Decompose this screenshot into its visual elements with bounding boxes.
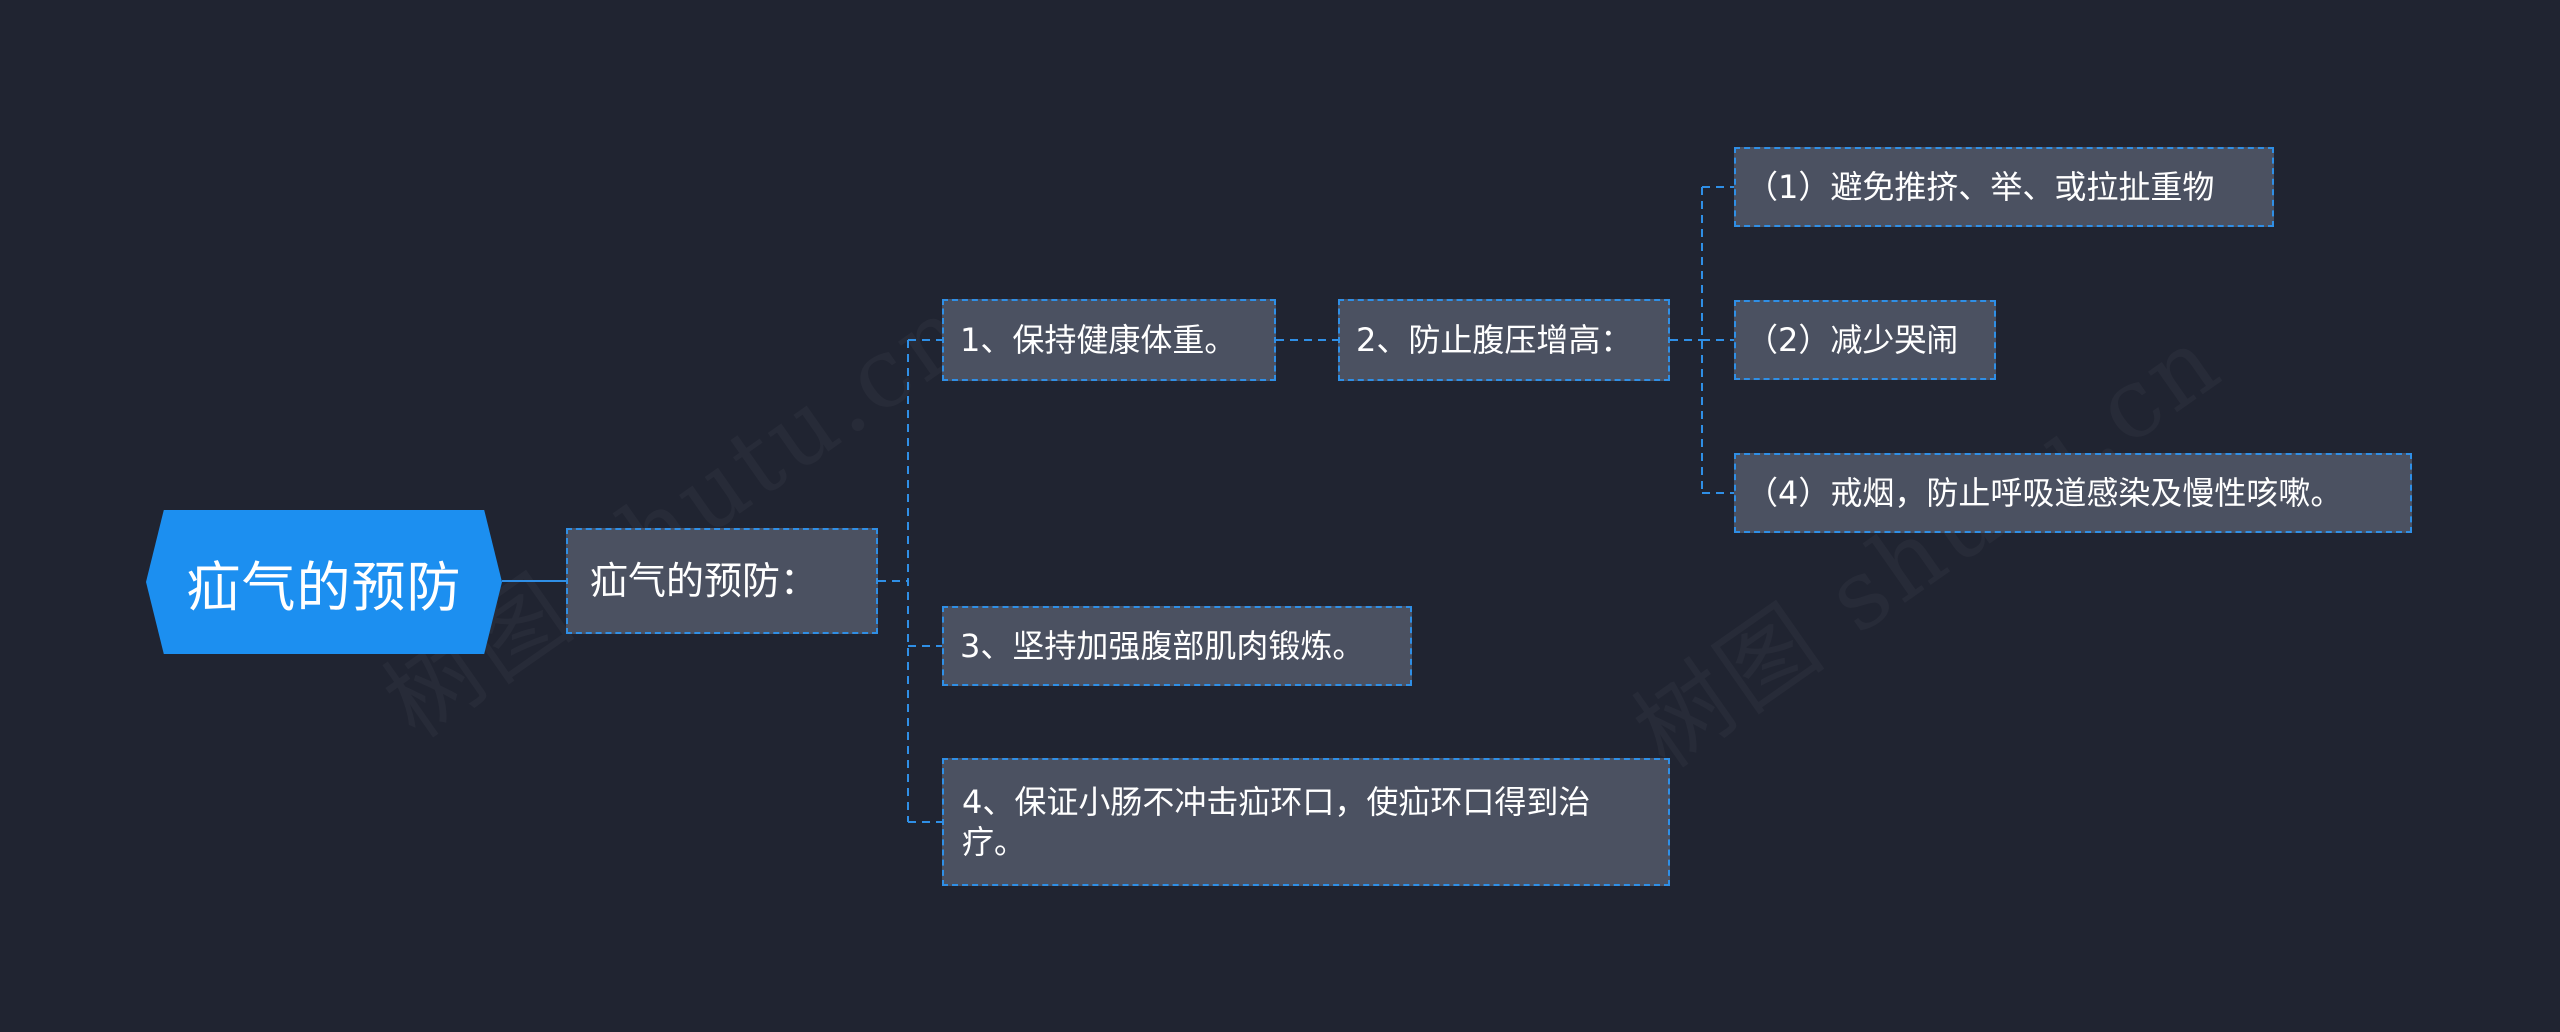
branch-node-4[interactable]: 4、保证小肠不冲击疝环口，使疝环口得到治疗。 <box>942 758 1670 886</box>
sub-item-node-1[interactable]: （1）避免推挤、举、或拉扯重物 <box>1734 147 2274 227</box>
level1-node[interactable]: 疝气的预防： <box>566 528 878 634</box>
branch-node-3[interactable]: 3、坚持加强腹部肌肉锻炼。 <box>942 606 1412 686</box>
root-node[interactable]: 疝气的预防 <box>146 510 502 654</box>
sub-item-node-2[interactable]: （2）减少哭闹 <box>1734 300 1996 380</box>
sub-item-node-3[interactable]: （4）戒烟，防止呼吸道感染及慢性咳嗽。 <box>1734 453 2412 533</box>
branch-node-1[interactable]: 1、保持健康体重。 <box>942 299 1276 381</box>
branch-node-2[interactable]: 2、防止腹压增高： <box>1338 299 1670 381</box>
